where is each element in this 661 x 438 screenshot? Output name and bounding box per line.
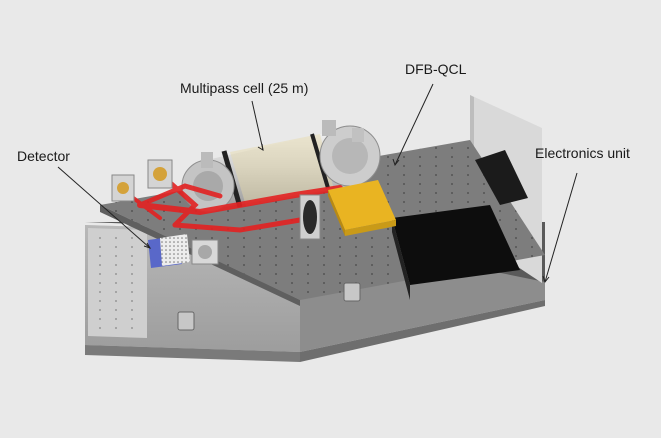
callout-lines: [57, 83, 578, 284]
dfb-qcl-laser: [328, 180, 396, 236]
label-electronics-unit: Electronics unit: [535, 145, 630, 161]
mirror-mounts: [111, 159, 321, 265]
electronics-unit: [392, 150, 528, 300]
label-dfb-qcl: DFB-QCL: [405, 61, 467, 77]
label-detector: Detector: [17, 148, 70, 164]
case-latches: [177, 282, 361, 331]
multipass-cell: [181, 120, 381, 213]
label-multipass-cell: Multipass cell (25 m): [180, 80, 309, 96]
detector: [148, 234, 190, 268]
